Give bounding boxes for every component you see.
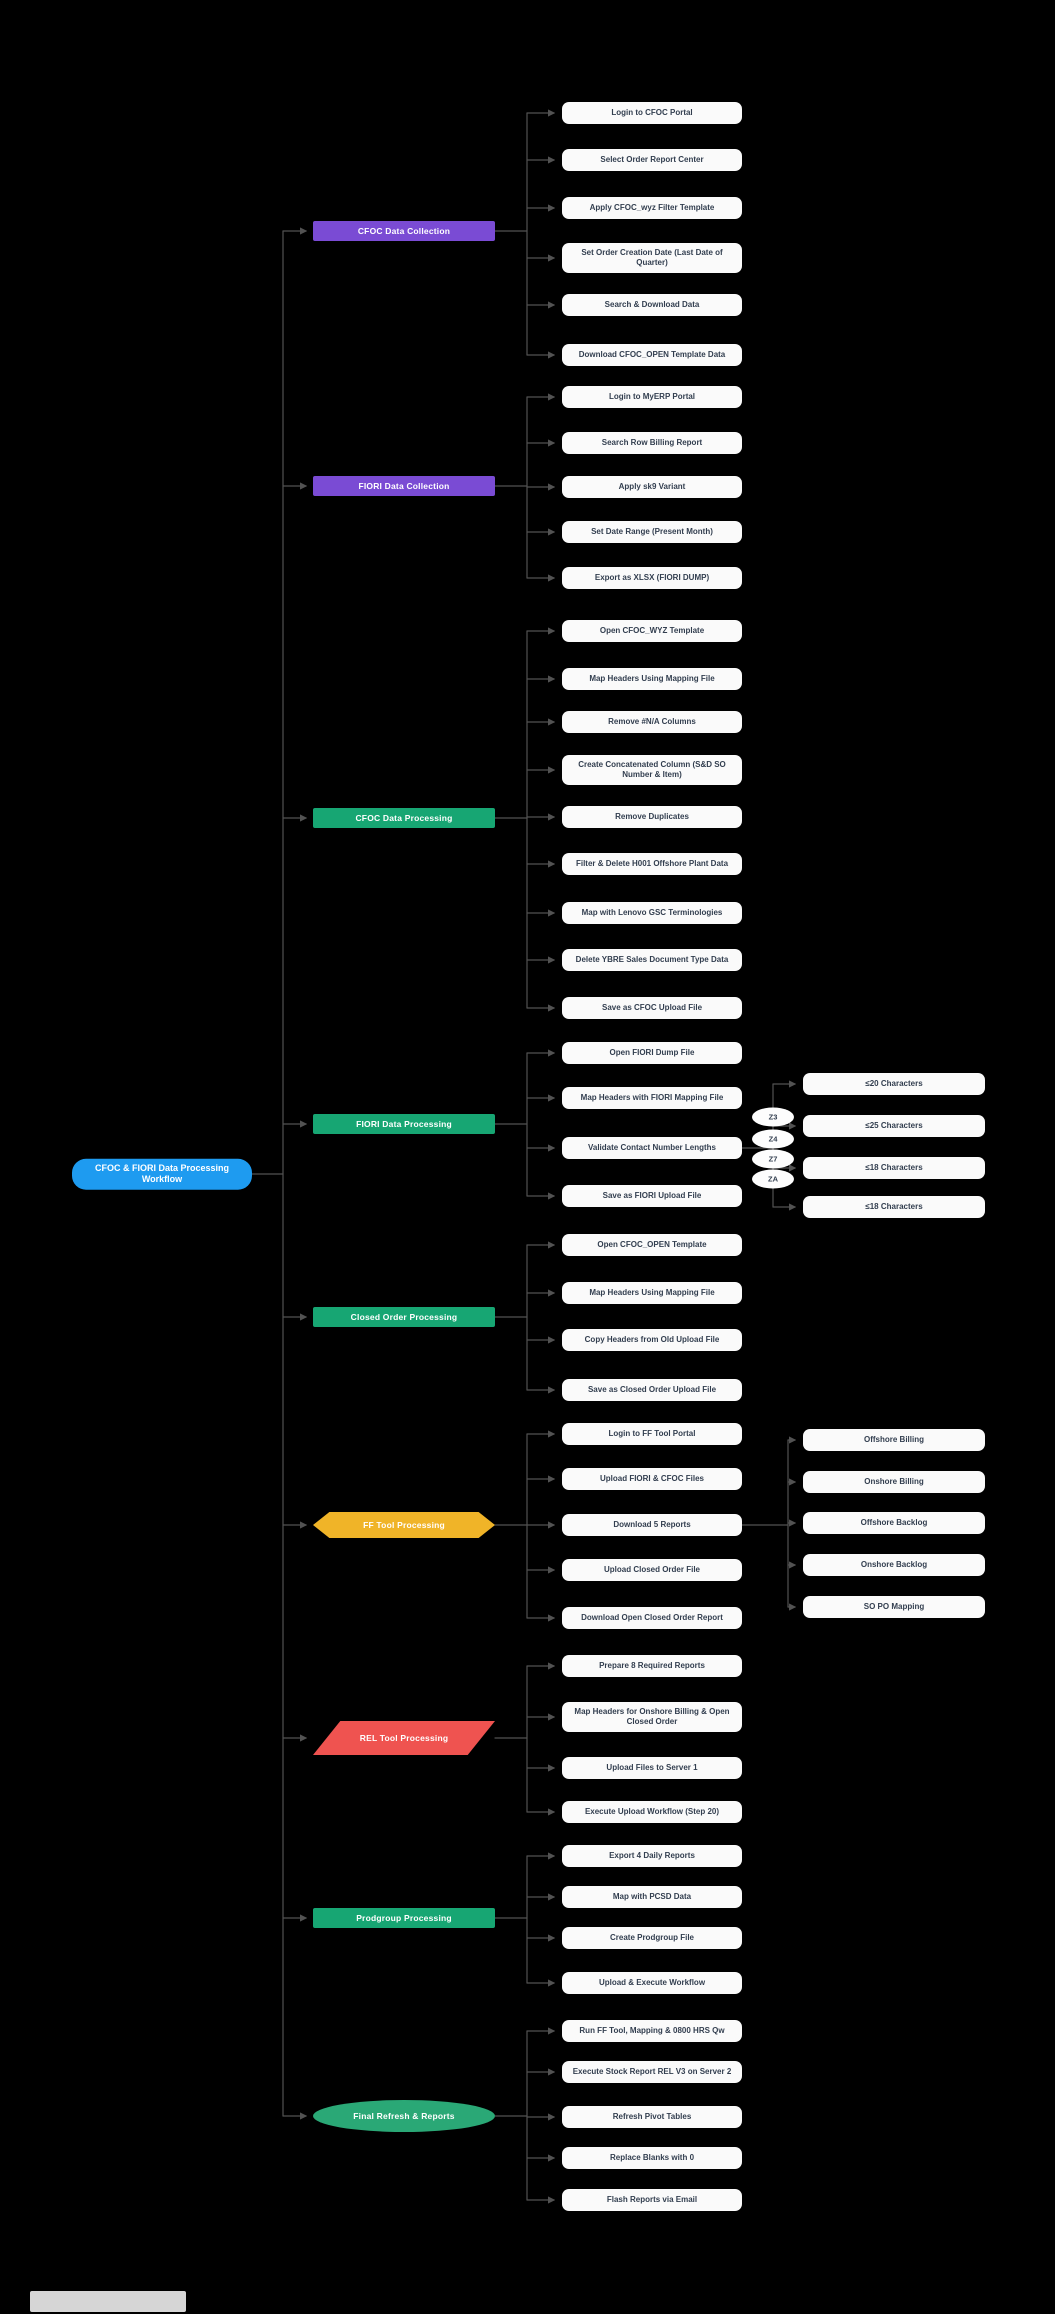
- step-box: Download Open Closed Order Report: [562, 1607, 742, 1629]
- step-box: Create Concatenated Column (S&D SO Numbe…: [562, 755, 742, 785]
- branch-fiori-data-processing: FIORI Data Processing: [313, 1114, 495, 1134]
- step-box: Download 5 Reports: [562, 1514, 742, 1536]
- step-box: Replace Blanks with 0: [562, 2147, 742, 2169]
- link-label-oval: Z4: [752, 1129, 794, 1149]
- step-box: Map Headers Using Mapping File: [562, 668, 742, 690]
- step-box: Upload & Execute Workflow: [562, 1972, 742, 1994]
- sub-step-box: Offshore Backlog: [803, 1512, 985, 1534]
- link-label-oval: ZA: [752, 1169, 794, 1189]
- step-box: Set Order Creation Date (Last Date of Qu…: [562, 243, 742, 273]
- step-box: Save as CFOC Upload File: [562, 997, 742, 1019]
- step-box: Flash Reports via Email: [562, 2189, 742, 2211]
- step-box: Set Date Range (Present Month): [562, 521, 742, 543]
- step-box: Execute Upload Workflow (Step 20): [562, 1801, 742, 1823]
- step-box: Refresh Pivot Tables: [562, 2106, 742, 2128]
- link-label-oval: Z7: [752, 1149, 794, 1169]
- step-box: Save as Closed Order Upload File: [562, 1379, 742, 1401]
- step-box: Copy Headers from Old Upload File: [562, 1329, 742, 1351]
- sub-step-box: ≤18 Characters: [803, 1196, 985, 1218]
- step-box: Download CFOC_OPEN Template Data: [562, 344, 742, 366]
- step-box: Validate Contact Number Lengths: [562, 1137, 742, 1159]
- sub-step-box: Offshore Billing: [803, 1429, 985, 1451]
- branch-cfoc-data-collection: CFOC Data Collection: [313, 221, 495, 241]
- step-box: Upload FIORI & CFOC Files: [562, 1468, 742, 1490]
- step-box: Remove #N/A Columns: [562, 711, 742, 733]
- sub-step-box: Onshore Billing: [803, 1471, 985, 1493]
- step-box: Login to CFOC Portal: [562, 102, 742, 124]
- sub-step-box: SO PO Mapping: [803, 1596, 985, 1618]
- step-box: Login to MyERP Portal: [562, 386, 742, 408]
- root-node: CFOC & FIORI Data Processing Workflow: [72, 1158, 252, 1190]
- step-box: Search Row Billing Report: [562, 432, 742, 454]
- branch-closed-order-processing: Closed Order Processing: [313, 1307, 495, 1327]
- step-box: Upload Files to Server 1: [562, 1757, 742, 1779]
- step-box: Login to FF Tool Portal: [562, 1423, 742, 1445]
- branch-cfoc-data-processing: CFOC Data Processing: [313, 808, 495, 828]
- step-box: Search & Download Data: [562, 294, 742, 316]
- step-box: Delete YBRE Sales Document Type Data: [562, 949, 742, 971]
- step-box: Execute Stock Report REL V3 on Server 2: [562, 2061, 742, 2083]
- step-box: Map with PCSD Data: [562, 1886, 742, 1908]
- step-box: Create Prodgroup File: [562, 1927, 742, 1949]
- step-box: Save as FIORI Upload File: [562, 1185, 742, 1207]
- step-box: Apply sk9 Variant: [562, 476, 742, 498]
- step-box: Map Headers Using Mapping File: [562, 1282, 742, 1304]
- sub-step-box: ≤25 Characters: [803, 1115, 985, 1137]
- branch-prodgroup-processing: Prodgroup Processing: [313, 1908, 495, 1928]
- step-box: Upload Closed Order File: [562, 1559, 742, 1581]
- step-box: Map Headers with FIORI Mapping File: [562, 1087, 742, 1109]
- step-box: Apply CFOC_wyz Filter Template: [562, 197, 742, 219]
- sub-step-box: Onshore Backlog: [803, 1554, 985, 1576]
- step-box: Map Headers for Onshore Billing & Open C…: [562, 1702, 742, 1732]
- bottom-strip: [30, 2291, 186, 2312]
- sub-step-box: ≤20 Characters: [803, 1073, 985, 1095]
- step-box: Open CFOC_WYZ Template: [562, 620, 742, 642]
- step-box: Export 4 Daily Reports: [562, 1845, 742, 1867]
- step-box: Select Order Report Center: [562, 149, 742, 171]
- link-label-oval: Z3: [752, 1107, 794, 1127]
- branch-final-refresh-reports: Final Refresh & Reports: [313, 2100, 495, 2132]
- branch-fiori-data-collection: FIORI Data Collection: [313, 476, 495, 496]
- step-box: Remove Duplicates: [562, 806, 742, 828]
- step-box: Map with Lenovo GSC Terminologies: [562, 902, 742, 924]
- step-box: Filter & Delete H001 Offshore Plant Data: [562, 853, 742, 875]
- step-box: Prepare 8 Required Reports: [562, 1655, 742, 1677]
- sub-step-box: ≤18 Characters: [803, 1157, 985, 1179]
- step-box: Export as XLSX (FIORI DUMP): [562, 567, 742, 589]
- step-box: Open CFOC_OPEN Template: [562, 1234, 742, 1256]
- branch-ff-tool-processing: FF Tool Processing: [313, 1512, 495, 1538]
- step-box: Open FIORI Dump File: [562, 1042, 742, 1064]
- step-box: Run FF Tool, Mapping & 0800 HRS Qw: [562, 2020, 742, 2042]
- branch-rel-tool-processing: REL Tool Processing: [313, 1721, 495, 1755]
